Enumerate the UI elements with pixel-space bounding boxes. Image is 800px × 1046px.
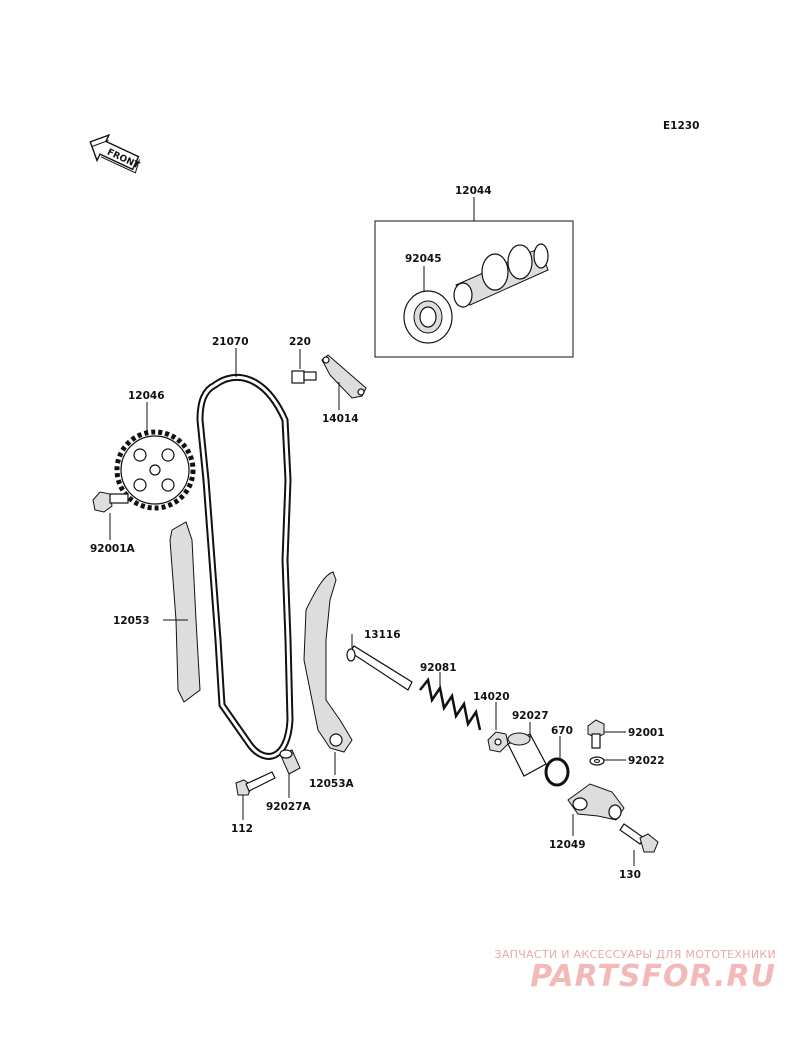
part-label-14014: 14014 bbox=[322, 413, 359, 425]
part-label-13116: 13116 bbox=[364, 629, 401, 641]
part-label-12049: 12049 bbox=[549, 839, 586, 851]
part-label-14020: 14020 bbox=[473, 691, 510, 703]
part-label-21070: 21070 bbox=[212, 336, 249, 348]
part-label-92022: 92022 bbox=[628, 755, 665, 767]
nut-14020 bbox=[487, 731, 509, 753]
watermark-tagline: ЗАПЧАСТИ И АКСЕССУАРЫ ДЛЯ МОТОТЕХНИКИ bbox=[494, 948, 776, 961]
camshaft bbox=[453, 243, 549, 308]
o-ring-670 bbox=[544, 757, 570, 787]
tensioner-rod-13116 bbox=[346, 645, 413, 691]
part-label-12046: 12046 bbox=[128, 390, 165, 402]
cam-chain bbox=[196, 374, 294, 760]
part-label-670: 670 bbox=[551, 725, 573, 737]
part-label-130: 130 bbox=[619, 869, 641, 881]
site-watermark: ЗАПЧАСТИ И АКСЕССУАРЫ ДЛЯ МОТОТЕХНИКИ PA… bbox=[494, 948, 776, 994]
camshaft-assembly-group: 12044 92045 bbox=[374, 185, 574, 358]
bolt-92001 bbox=[587, 719, 605, 749]
tensioner-body-12049 bbox=[567, 783, 625, 821]
diagram-code: E1230 bbox=[663, 120, 699, 132]
part-label-92001: 92001 bbox=[628, 727, 665, 739]
part-label-12053A: 12053A bbox=[309, 778, 355, 790]
bearing-92045 bbox=[403, 290, 453, 344]
front-arrow-icon: FRONT bbox=[89, 133, 142, 174]
part-label-12053: 12053 bbox=[113, 615, 150, 627]
collar-92027 bbox=[507, 732, 547, 777]
part-label-92027A: 92027A bbox=[266, 801, 312, 813]
part-label-92027: 92027 bbox=[512, 710, 549, 722]
pivot-bolt-112 bbox=[235, 771, 276, 796]
bolt-220 bbox=[291, 370, 317, 384]
cam-sprocket-12046 bbox=[114, 429, 196, 511]
part-label-92045: 92045 bbox=[405, 253, 442, 265]
chain-guide-14014 bbox=[321, 354, 367, 399]
part-label-92081: 92081 bbox=[420, 662, 457, 674]
bolt-130 bbox=[619, 823, 659, 853]
sprocket-bolt-92001A bbox=[92, 491, 129, 513]
part-label-92001A: 92001A bbox=[90, 543, 136, 555]
part-label-112: 112 bbox=[231, 823, 253, 835]
watermark-logo: PARTSFOR.RU bbox=[530, 959, 776, 994]
part-label-12044: 12044 bbox=[455, 185, 492, 197]
collar-92027A bbox=[279, 749, 301, 775]
spring-92081 bbox=[419, 677, 482, 731]
part-label-220: 220 bbox=[289, 336, 311, 348]
tensioner-blade-12053A bbox=[303, 571, 353, 753]
washer-92022 bbox=[589, 756, 605, 766]
chain-guide-12053 bbox=[169, 521, 201, 703]
